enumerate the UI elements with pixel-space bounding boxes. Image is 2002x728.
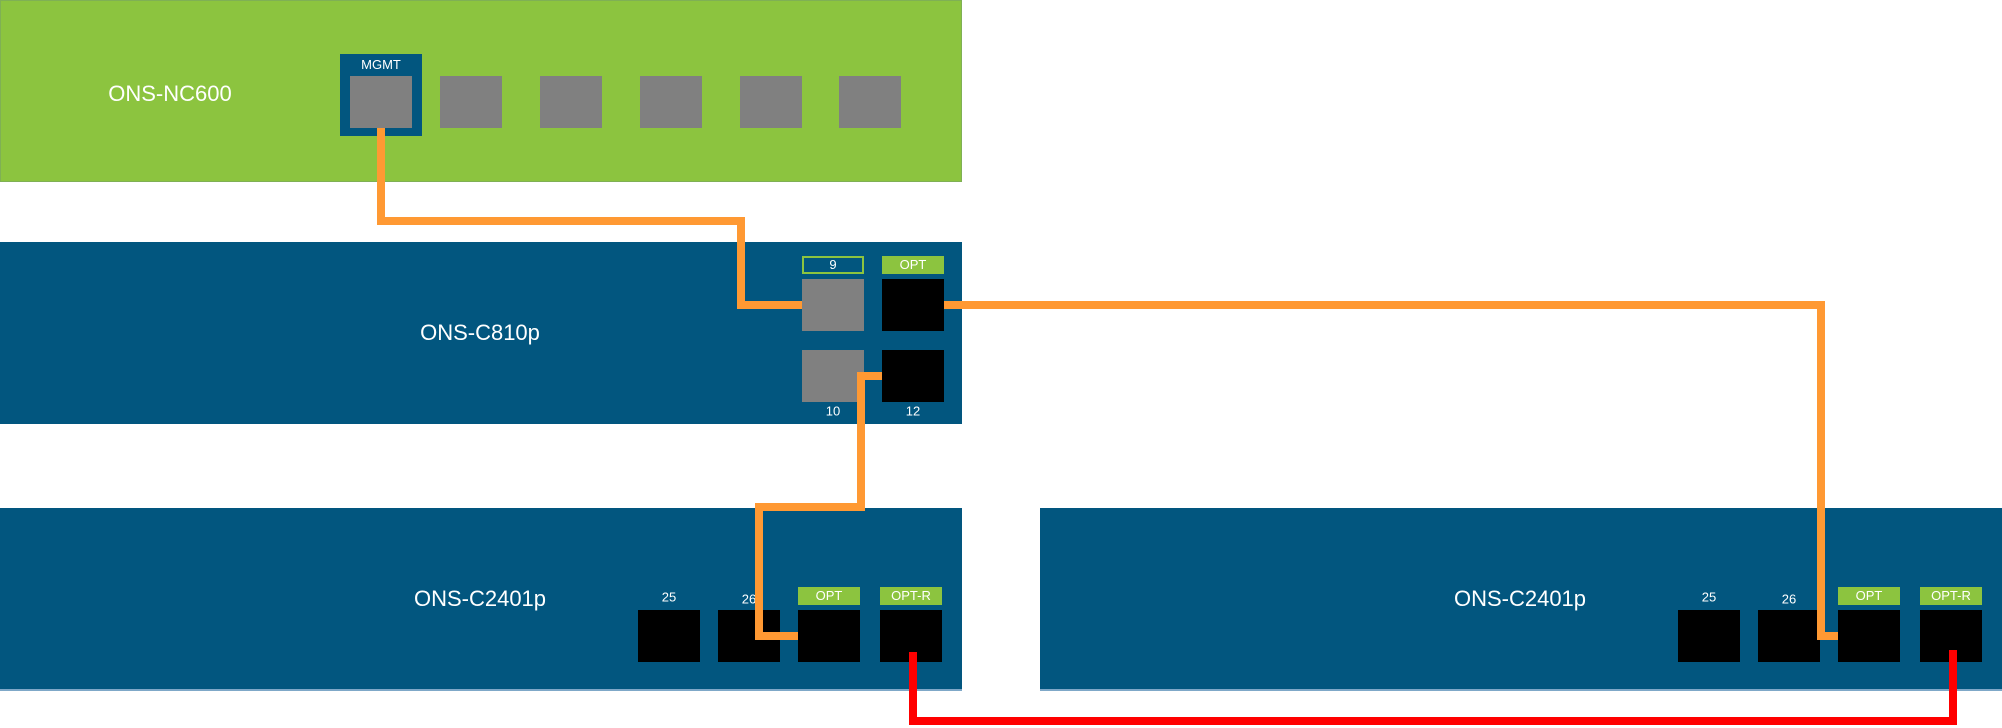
c810p-port-opt[interactable] xyxy=(882,279,944,331)
link-c810p-port-12-to-c2401p-left-opt[interactable] xyxy=(755,372,882,640)
device-name-ons-nc600: ONS-NC600 xyxy=(108,81,232,106)
c2401p-left-port-25[interactable] xyxy=(638,610,700,662)
link-redundant-optr-ring[interactable] xyxy=(909,650,1957,725)
c2401p-right-port-25-label: 25 xyxy=(1701,589,1717,605)
c810p-port-9[interactable] xyxy=(802,279,864,331)
c810p-port-12-label: 12 xyxy=(905,403,921,419)
c810p-port-10[interactable] xyxy=(802,350,864,402)
c2401p-right-port-25[interactable] xyxy=(1678,610,1740,662)
c2401p-left-port-26-label: 26 xyxy=(741,591,757,607)
nc600-port-5[interactable] xyxy=(740,76,802,128)
nc600-port-2[interactable] xyxy=(440,76,502,128)
nc600-port-4[interactable] xyxy=(640,76,702,128)
c2401p-left-port-optr-tag: OPT-R xyxy=(880,587,942,605)
c2401p-left-port-opt-tag: OPT xyxy=(798,587,860,605)
device-name-ons-c2401p-left: ONS-C2401p xyxy=(413,586,547,611)
nc600-port-3[interactable] xyxy=(540,76,602,128)
c2401p-left-port-25-label: 25 xyxy=(661,589,677,605)
device-ons-c810p[interactable] xyxy=(0,242,962,424)
c2401p-right-port-opt-tag: OPT xyxy=(1838,587,1900,605)
device-name-ons-c810p: ONS-C810p xyxy=(420,320,540,345)
c810p-port-10-label: 10 xyxy=(825,403,841,419)
c2401p-right-port-optr-tag: OPT-R xyxy=(1920,587,1982,605)
c810p-port-opt-tag: OPT xyxy=(882,256,944,274)
link-c810p-opt-to-c2401p-right-opt[interactable] xyxy=(944,301,1838,640)
c810p-port-9-tag: 9 xyxy=(802,256,864,274)
link-mgmt-to-c810p-port-9[interactable] xyxy=(377,128,802,309)
nc600-port-6[interactable] xyxy=(839,76,901,128)
device-name-ons-c2401p-right: ONS-C2401p xyxy=(1453,586,1587,611)
c2401p-left-port-opt[interactable] xyxy=(798,610,860,662)
c810p-port-12[interactable] xyxy=(882,350,944,402)
c2401p-right-port-opt[interactable] xyxy=(1838,610,1900,662)
mgmt-label: MGMT xyxy=(361,57,401,72)
nc600-port-mgmt[interactable] xyxy=(350,76,412,128)
c2401p-right-port-26[interactable] xyxy=(1758,610,1820,662)
c2401p-right-port-26-label: 26 xyxy=(1781,591,1797,607)
